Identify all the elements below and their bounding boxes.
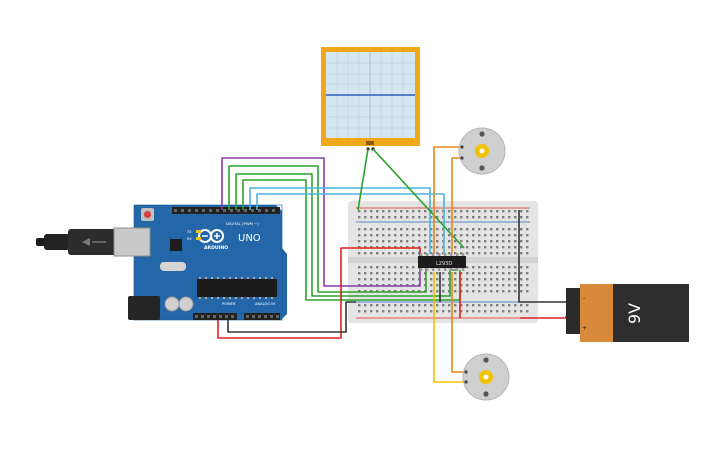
usb-cable xyxy=(36,229,116,255)
ic-label: L293D xyxy=(436,261,452,267)
battery-minus: - xyxy=(583,295,585,302)
wire-red-ard xyxy=(217,247,421,339)
battery-plus: + xyxy=(582,325,587,332)
wire-scope-2 xyxy=(372,148,465,249)
dc-motor-bottom[interactable] xyxy=(462,353,510,401)
crystal xyxy=(160,262,186,271)
digital-label: DIGITAL (PWM ~) xyxy=(226,221,259,226)
usb-port xyxy=(113,227,151,257)
analog-header xyxy=(244,313,280,320)
atmega-chip xyxy=(197,279,277,297)
wire-black-rail xyxy=(518,210,566,303)
power-label: POWER xyxy=(222,302,236,306)
analog-label: ANALOG IN xyxy=(255,302,275,306)
wire-cyan-2 xyxy=(256,193,445,254)
wires xyxy=(217,146,567,383)
rx-label: RX xyxy=(187,237,192,241)
dc-motor-top[interactable] xyxy=(458,127,506,175)
capacitor-2 xyxy=(178,296,194,312)
wire-black-ard xyxy=(227,301,356,333)
wire-motor1-orange xyxy=(433,146,462,254)
l293d-chip[interactable]: L293D xyxy=(418,253,466,271)
arduino-uno[interactable]: ARDUINO UNO DIGITAL (PWM ~) TX RX POWER … xyxy=(36,204,287,321)
arduino-brand-text: ARDUINO xyxy=(204,245,228,251)
power-jack xyxy=(128,296,160,320)
oscilloscope[interactable] xyxy=(321,47,420,151)
usb-chip xyxy=(170,239,182,251)
wire-scope-1 xyxy=(357,148,369,211)
arduino-model-text: UNO xyxy=(238,233,261,244)
capacitor-1 xyxy=(164,296,180,312)
wire-purple xyxy=(221,157,421,287)
arduino-logo xyxy=(198,229,224,243)
wire-cyan-1 xyxy=(249,187,431,254)
battery-label: 9V xyxy=(625,303,644,324)
wire-green-1 xyxy=(228,165,427,293)
wire-motor2-yellow xyxy=(433,272,466,383)
tx-label: TX xyxy=(186,230,192,234)
wire-motor2-orange xyxy=(451,272,466,373)
wire-motor1-orange-2 xyxy=(451,157,462,254)
battery-9v[interactable]: - + 9V xyxy=(566,284,689,342)
